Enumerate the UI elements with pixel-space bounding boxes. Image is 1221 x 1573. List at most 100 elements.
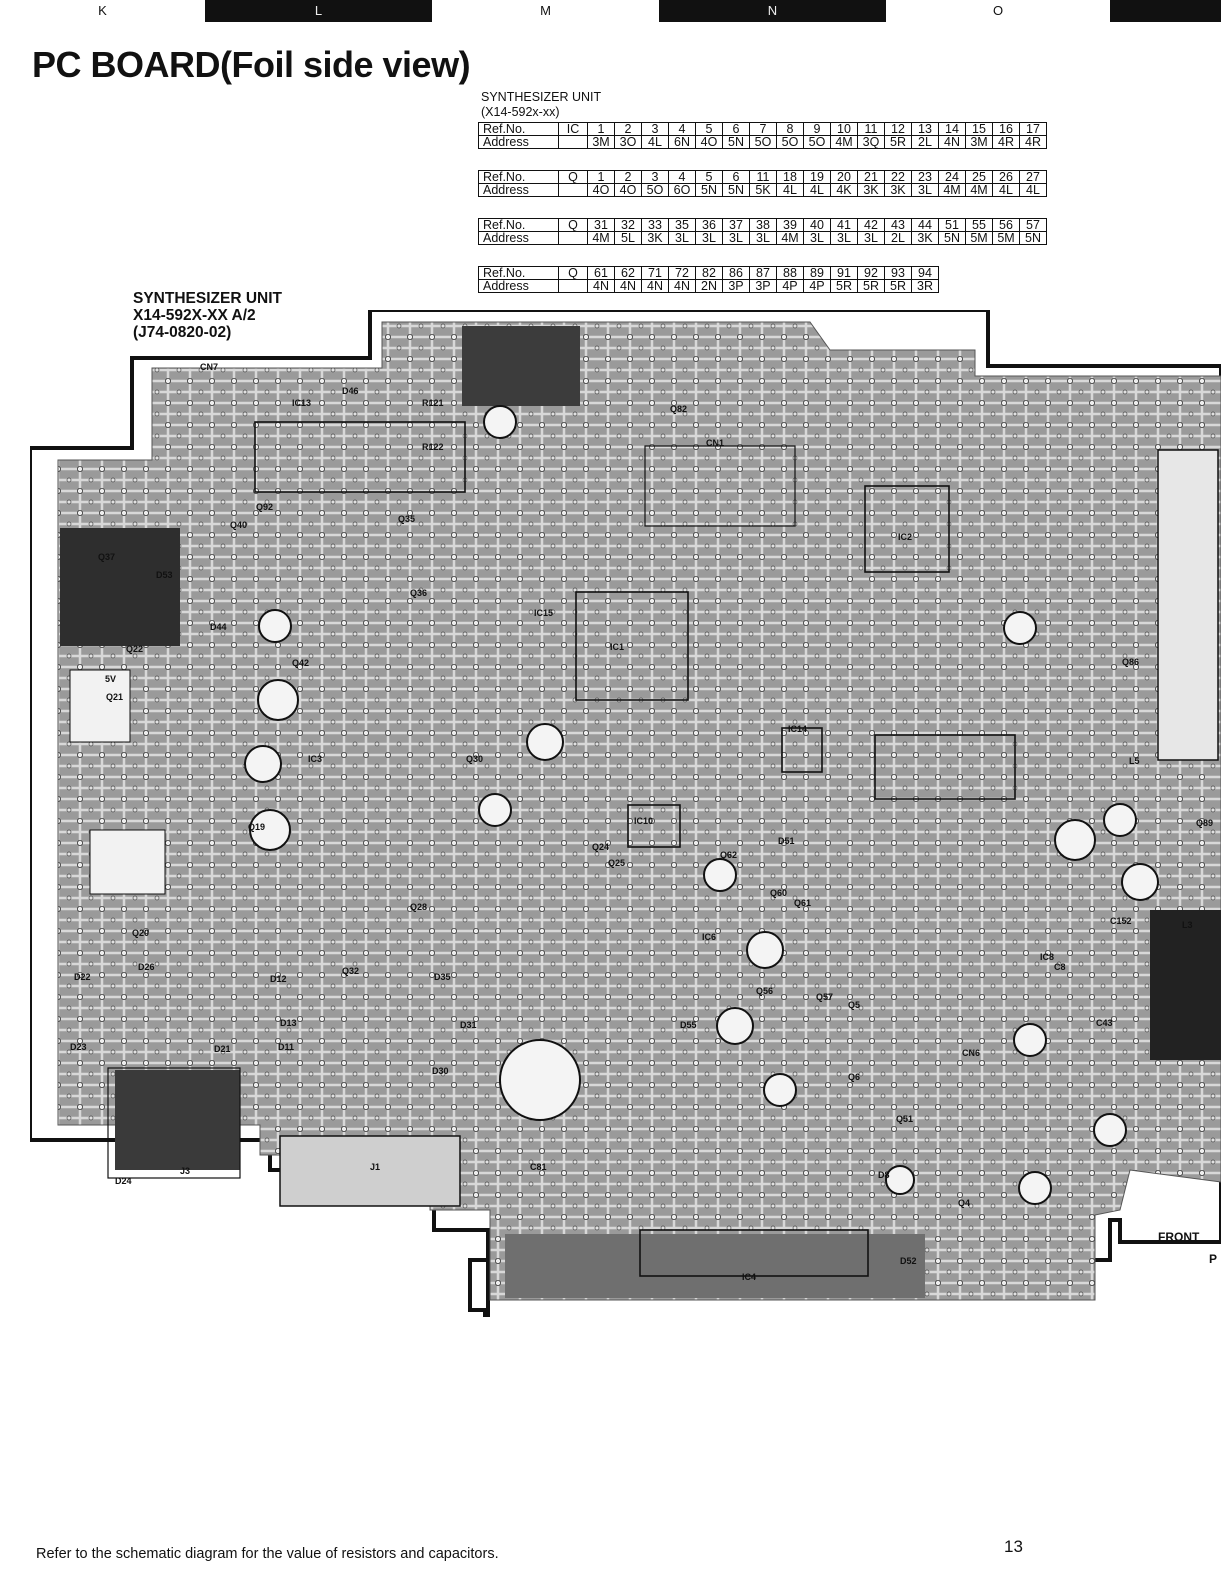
- ref-cell: 91: [830, 266, 858, 280]
- component-label: D23: [70, 1042, 87, 1052]
- connector-j1: [279, 1135, 461, 1207]
- ref-cell: 5: [695, 122, 723, 136]
- address-cell: 5R: [884, 279, 912, 293]
- ref-cell: 1: [587, 170, 615, 184]
- page-number: 13: [1004, 1537, 1023, 1556]
- component-label: L5: [1129, 756, 1140, 766]
- ref-cell: 6: [722, 122, 750, 136]
- ref-cell: 11: [857, 122, 885, 136]
- address-cell: 4K: [830, 183, 858, 197]
- ref-type: IC: [558, 122, 588, 136]
- ref-cell: 39: [776, 218, 804, 232]
- heatsink-left: [60, 528, 180, 646]
- component-label: Q19: [248, 822, 265, 832]
- address-cell: 3L: [695, 231, 723, 245]
- component-label: Q40: [230, 520, 247, 530]
- address-cell: 3L: [857, 231, 885, 245]
- address-cell: 3L: [749, 231, 777, 245]
- ref-header: Ref.No.: [478, 218, 559, 232]
- component-label: D35: [434, 972, 451, 982]
- front-label: FRONT: [1158, 1230, 1200, 1244]
- footnote: Refer to the schematic diagram for the v…: [36, 1546, 499, 1562]
- component-label: D51: [778, 836, 795, 846]
- address-cell: 5O: [803, 135, 831, 149]
- address-cell: 4O: [587, 183, 615, 197]
- address-cell: 5R: [830, 279, 858, 293]
- address-cell: 5M: [992, 231, 1020, 245]
- address-blank: [558, 279, 588, 293]
- ref-cell: 33: [641, 218, 669, 232]
- ref-header: Ref.No.: [478, 266, 559, 280]
- zone-cell: M: [432, 0, 659, 22]
- component-label: Q61: [794, 898, 811, 908]
- address-cell: 5O: [776, 135, 804, 149]
- component-label: D55: [680, 1020, 697, 1030]
- ref-cell: 3: [641, 122, 669, 136]
- address-cell: 5R: [857, 279, 885, 293]
- ref-cell: 35: [668, 218, 696, 232]
- address-cell: 2L: [884, 231, 912, 245]
- component-label: C8: [1054, 962, 1066, 972]
- component-label: D22: [74, 972, 91, 982]
- component-label: J3: [180, 1166, 190, 1176]
- zone-cell: K: [0, 0, 205, 22]
- component-label: 5V: [105, 674, 116, 684]
- heatsink-right: [1150, 910, 1221, 1060]
- ref-cell: 56: [992, 218, 1020, 232]
- ref-type: Q: [558, 218, 588, 232]
- address-cell: 4N: [614, 279, 642, 293]
- ref-cell: 11: [749, 170, 777, 184]
- ref-type: Q: [558, 170, 588, 184]
- address-cell: 3L: [803, 231, 831, 245]
- component-label: Q36: [410, 588, 427, 598]
- address-cell: 3K: [884, 183, 912, 197]
- component-label: D13: [280, 1018, 297, 1028]
- address-table-title-line2: (X14-592x-xx): [481, 105, 560, 119]
- component-label: IC6: [702, 932, 716, 942]
- connector-cn-right: [1157, 449, 1219, 761]
- address-cell: 5M: [965, 231, 993, 245]
- address-cell: 4L: [776, 183, 804, 197]
- ref-cell: 86: [722, 266, 750, 280]
- address-blank: [558, 183, 588, 197]
- component-label: D12: [270, 974, 287, 984]
- ref-cell: 17: [1019, 122, 1047, 136]
- component-label: IC8: [1040, 952, 1054, 962]
- component-label: Q28: [410, 902, 427, 912]
- ref-cell: 1: [587, 122, 615, 136]
- address-cell: 3P: [749, 279, 777, 293]
- address-table-title: SYNTHESIZER UNIT (X14-592x-xx): [481, 90, 601, 120]
- address-header: Address: [478, 135, 559, 149]
- address-cell: 4P: [803, 279, 831, 293]
- ref-cell: 57: [1019, 218, 1047, 232]
- ref-cell: 25: [965, 170, 993, 184]
- ref-cell: 3: [641, 170, 669, 184]
- ref-cell: 93: [884, 266, 912, 280]
- address-cell: 3K: [641, 231, 669, 245]
- component-label: D11: [278, 1042, 294, 1052]
- ref-cell: 13: [911, 122, 939, 136]
- address-cell: 5N: [938, 231, 966, 245]
- ref-cell: 9: [803, 122, 831, 136]
- ic-outline-ic4: [639, 1229, 869, 1277]
- address-cell: 3M: [965, 135, 993, 149]
- address-cell: 5N: [1019, 231, 1047, 245]
- component-label: Q20: [132, 928, 149, 938]
- ref-cell: 14: [938, 122, 966, 136]
- ref-cell: 87: [749, 266, 777, 280]
- address-cell: 5O: [749, 135, 777, 149]
- address-cell: 5R: [884, 135, 912, 149]
- address-cell: 4N: [668, 279, 696, 293]
- ref-cell: 4: [668, 122, 696, 136]
- ic-outline-j3: [107, 1067, 241, 1179]
- address-cell: 3P: [722, 279, 750, 293]
- ref-header: Ref.No.: [478, 122, 559, 136]
- address-cell: 2L: [911, 135, 939, 149]
- component-label: CN7: [200, 362, 218, 372]
- ic-outline-ic8: [874, 734, 1016, 800]
- unit-label: SYNTHESIZER UNIT X14-592X-XX A/2 (J74-08…: [133, 290, 282, 341]
